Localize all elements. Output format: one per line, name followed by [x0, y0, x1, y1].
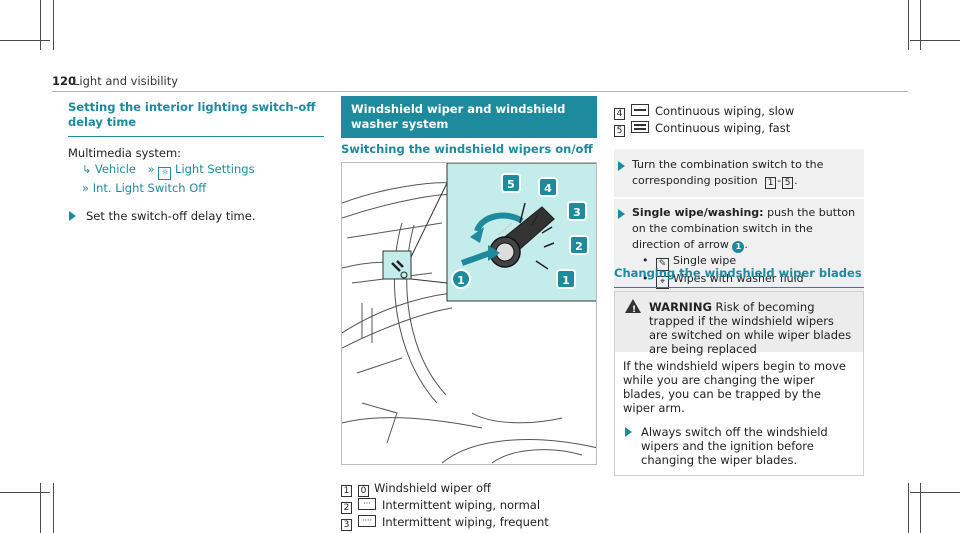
crop-mark: [920, 0, 921, 50]
wiper-switch-figure: 1 2 3 4 5 1: [341, 162, 597, 465]
step-arrow-icon: [625, 427, 632, 437]
list-item: 5 Continuous wiping, fast: [614, 120, 864, 137]
warning-exclaim: !: [632, 305, 637, 315]
step-arrow-icon: [618, 209, 625, 219]
figure-label-4: 4: [538, 177, 558, 197]
crop-mark: [0, 40, 50, 41]
warning-step-text: Always switch off the windshield wipers …: [641, 425, 828, 467]
crop-mark: [920, 483, 921, 533]
list-item: 2 ··· Intermittent wiping, normal: [341, 497, 597, 514]
item-text: Intermittent wiping, normal: [382, 498, 541, 512]
figure-label-1-bottom: 1: [556, 269, 576, 289]
bullet-item: • ✎Single wipe: [642, 254, 737, 271]
crop-mark: [0, 492, 50, 493]
double-chevron-icon: »: [82, 181, 90, 195]
column-wiper-system: Windshield wiper and windshield washer s…: [341, 96, 597, 531]
subsection-heading: Changing the windshield wiper blades: [614, 266, 864, 288]
bullet-text: Single wipe: [673, 254, 737, 267]
figure-label-1: 1: [451, 269, 471, 289]
crop-mark: [908, 0, 909, 50]
step-text: Turn the combination switch to the corre…: [632, 158, 824, 187]
item-number: 4: [614, 108, 625, 120]
crop-mark: [910, 492, 960, 493]
subsection-heading: Switching the windshield wipers on/off: [341, 142, 597, 164]
nav-item-vehicle[interactable]: Vehicle: [94, 162, 137, 176]
step-set-delay: Set the switch-off delay time.: [68, 208, 324, 224]
column-continuation: 4 Continuous wiping, slow 5 Continuous wip…: [614, 103, 864, 476]
column-interior-lighting: Setting the interior lighting switch-off…: [68, 100, 324, 224]
figure-label-5: 5: [501, 173, 521, 193]
section-banner: Windshield wiper and windshield washer s…: [341, 96, 597, 138]
nav-item-int-light-switch-off[interactable]: Int. Light Switch Off: [92, 181, 207, 195]
range-start: 1: [765, 177, 777, 189]
arrow-reference: 1: [732, 241, 745, 253]
warning-header: ! WARNING Risk of becoming trapped if th…: [615, 292, 863, 356]
figure-label-3: 3: [567, 201, 587, 221]
crop-mark: [40, 0, 41, 50]
item-text: Continuous wiping, fast: [655, 121, 791, 135]
step-text: push the button on the combination switc…: [632, 206, 856, 251]
return-arrow-icon: ↳: [82, 163, 92, 176]
crop-mark: [910, 40, 960, 41]
intro-text: Multimedia system:: [68, 146, 182, 160]
nav-path-line-1: ↳ Vehicle » ☼ Light Settings: [68, 161, 324, 180]
item-number: 1: [341, 485, 352, 497]
warning-label: WARNING: [649, 300, 712, 314]
item-text: Continuous wiping, slow: [655, 104, 795, 118]
item-number: 3: [341, 519, 352, 531]
page-header: 120 Light and visibility: [52, 72, 908, 92]
nav-item-light-settings[interactable]: Light Settings: [175, 162, 255, 176]
step-single-wipe: Single wipe/washing: push the button on …: [614, 199, 864, 297]
figure-label-2: 2: [569, 235, 589, 255]
crop-mark: [40, 483, 41, 533]
warning-summary: Risk of becoming trapped if the windshie…: [649, 300, 852, 356]
single-wipe-icon: ✎: [656, 258, 669, 271]
warning-body: If the windshield wipers begin to move w…: [615, 352, 863, 475]
wiper-off-icon: 0: [358, 485, 369, 497]
list-item: 4 Continuous wiping, slow: [614, 103, 864, 120]
step-arrow-icon: [618, 161, 625, 171]
step-arrow-icon: [69, 211, 76, 221]
continuous-fast-icon: [631, 121, 649, 133]
steering-column-illustration: [342, 163, 596, 464]
item-number: 2: [341, 502, 352, 514]
double-chevron-icon: »: [147, 162, 155, 176]
washer-fluid-icon: ⌖: [656, 276, 669, 289]
warning-triangle-icon: [625, 299, 641, 313]
warning-box: ! WARNING Risk of becoming trapped if th…: [614, 291, 864, 476]
item-text: Windshield wiper off: [374, 481, 491, 495]
light-icon: ☼: [158, 167, 172, 180]
bullet-text: Wipes with washer fluid: [673, 272, 804, 285]
crop-mark: [908, 483, 909, 533]
item-text: Intermittent wiping, frequent: [382, 515, 549, 529]
page-number: 120: [52, 74, 77, 88]
intermittent-frequent-icon: ····: [358, 515, 376, 527]
warning-step: Always switch off the windshield wipers …: [623, 425, 855, 467]
section-heading: Setting the interior lighting switch-off…: [68, 100, 324, 137]
page-title: Light and visibility: [73, 74, 179, 88]
range-end: 5: [782, 177, 794, 189]
crop-mark: [53, 483, 54, 533]
item-number: 5: [614, 125, 625, 137]
continuous-slow-icon: [631, 104, 649, 116]
warning-body-text: If the windshield wipers begin to move w…: [623, 359, 846, 415]
bullet-item: • ⌖Wipes with washer fluid: [642, 272, 804, 289]
step-label: Single wipe/washing:: [632, 206, 764, 219]
step-text: Set the switch-off delay time.: [86, 209, 256, 223]
list-item: 3 ···· Intermittent wiping, frequent: [341, 514, 597, 531]
intermittent-normal-icon: ···: [358, 498, 376, 510]
crop-mark: [53, 0, 54, 50]
step-turn-switch: Turn the combination switch to the corre…: [614, 149, 864, 197]
nav-path-line-2: » Int. Light Switch Off: [68, 180, 324, 196]
